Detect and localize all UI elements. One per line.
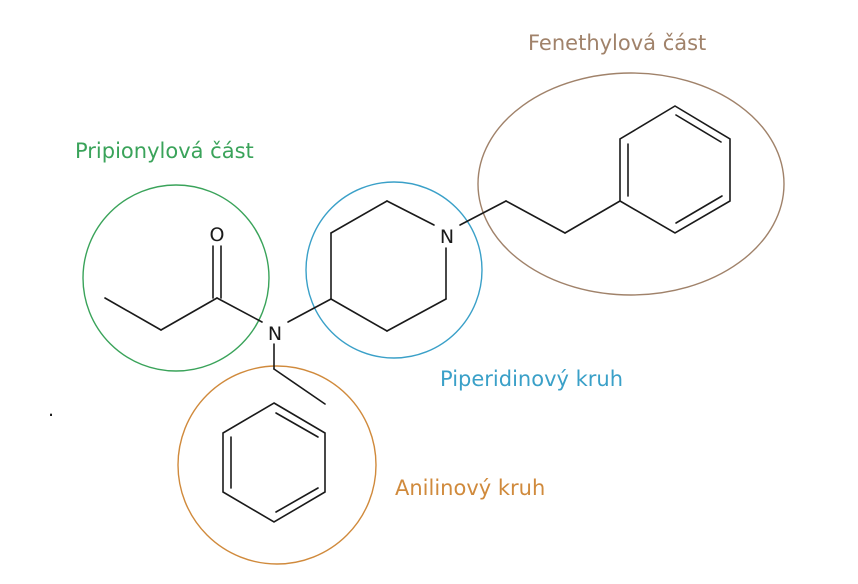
propionyl-label: Pripionylová část [75, 139, 254, 163]
propionyl-region-outline [82, 184, 270, 372]
phenethyl-region-outline [477, 72, 785, 296]
amide-n-piperidine-bond [287, 298, 332, 323]
phenethyl-label: Fenethylová část [528, 31, 706, 55]
aniline-label: Anilinový kruh [395, 476, 545, 500]
phenethyl-double-bond-2 [675, 114, 722, 143]
aniline-double-bond-1 [275, 412, 319, 438]
oxygen-atom-label: O [210, 224, 225, 246]
n-ch2-bond [459, 200, 507, 226]
amide-nitrogen-label: N [268, 323, 282, 345]
piperidine-region-outline [305, 181, 483, 359]
phenethyl-benzene-ring [619, 105, 731, 234]
piperidine-bond-3 [386, 200, 435, 226]
aniline-region-outline [177, 365, 377, 565]
amide-c-n-bond [216, 297, 263, 323]
ch2-ch2-bond [505, 200, 566, 234]
n-phenyl-bond-2 [273, 368, 326, 405]
piperidine-bond-2 [330, 200, 388, 234]
ethyl-ch2-bond [160, 297, 218, 331]
propionyl-bonds [104, 245, 263, 331]
piperidine-bonds [287, 200, 447, 332]
stray-dot: . [48, 399, 54, 421]
piperidine-bond-5 [386, 298, 447, 332]
aniline-double-bond-2 [275, 487, 319, 513]
aniline-bonds [222, 343, 326, 523]
piperidine-nitrogen-label: N [440, 226, 454, 248]
ethyl-ch3-bond [104, 297, 162, 331]
phenethyl-bonds [459, 105, 731, 234]
ch2-phenyl-bond [564, 200, 621, 234]
phenethyl-double-bond-3 [675, 195, 723, 224]
piperidine-label: Piperidinový kruh [440, 367, 623, 391]
piperidine-bond-6 [330, 298, 388, 332]
aniline-benzene-ring [222, 402, 326, 523]
